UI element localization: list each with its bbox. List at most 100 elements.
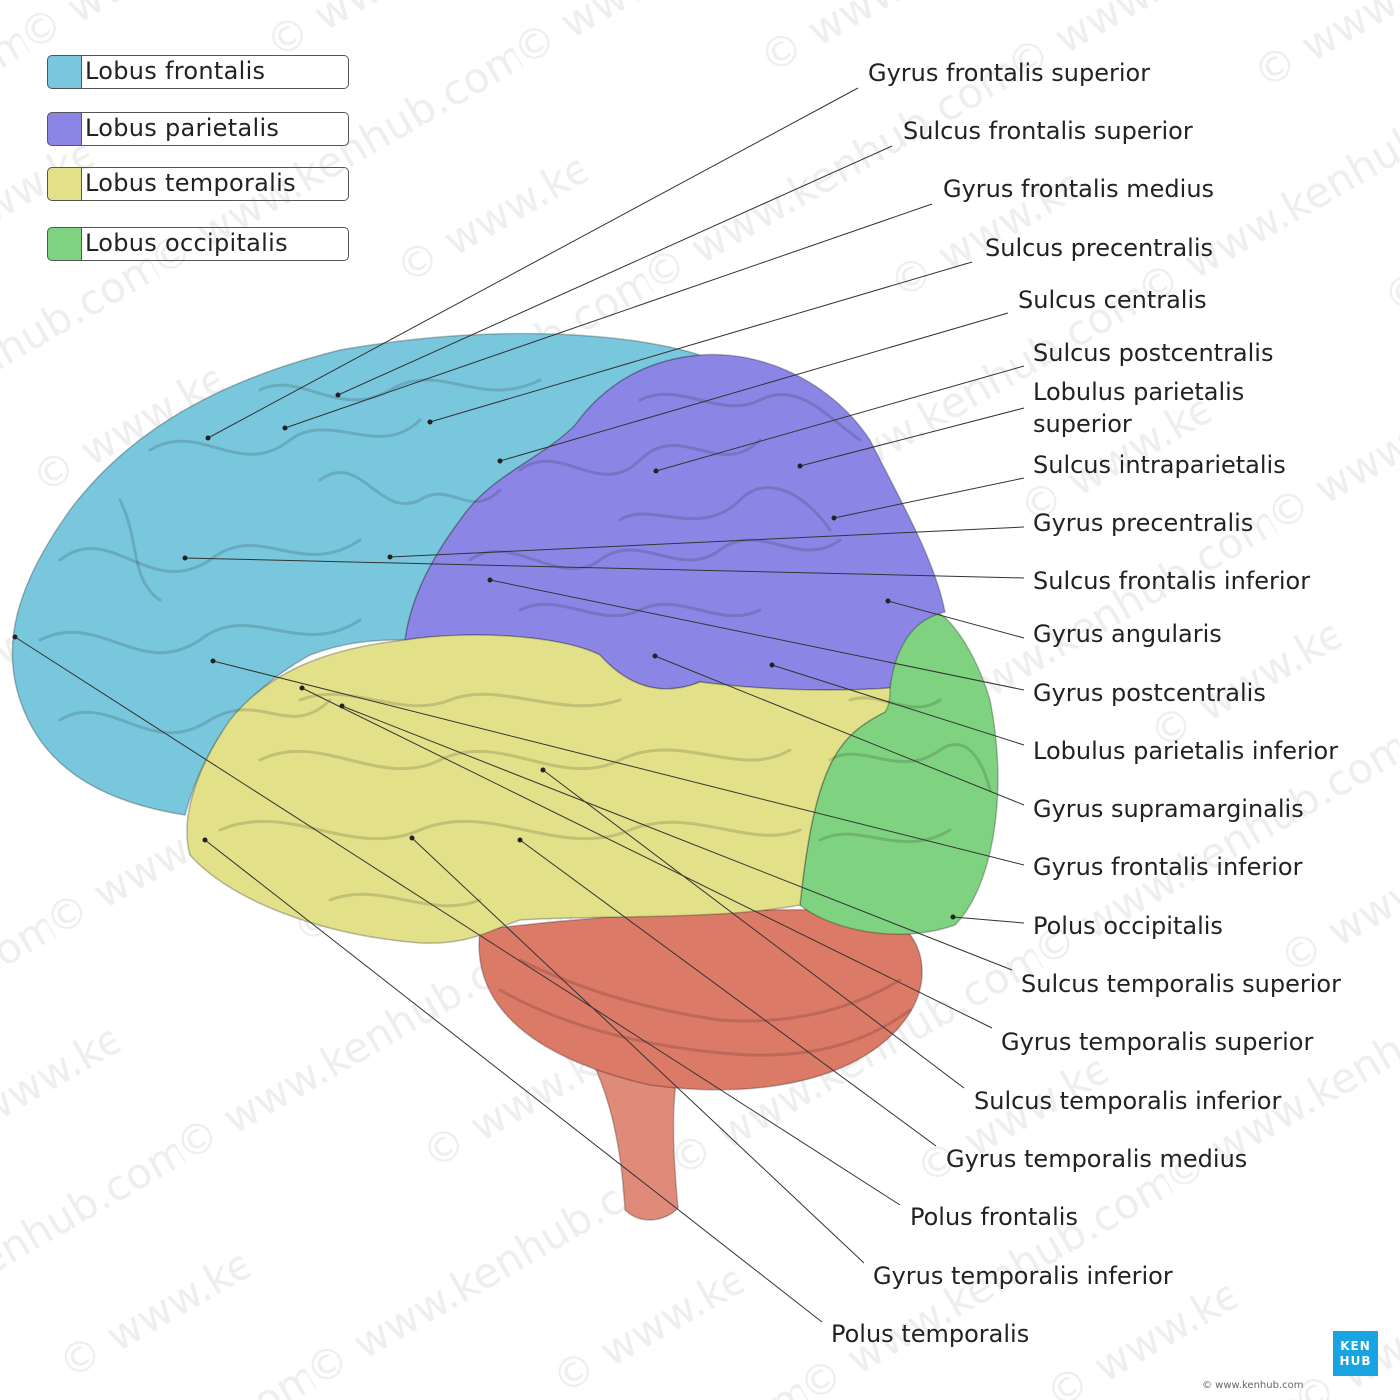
leader-line (389, 526, 1025, 558)
structure-label: Gyrus frontalis superior (868, 59, 1150, 87)
pointer-dot (282, 425, 288, 431)
pointer-dot (205, 435, 211, 441)
structure-label: Polus temporalis (831, 1320, 1029, 1348)
pointer-dot (540, 767, 546, 773)
gyrus-fold (58, 538, 362, 573)
gyrus-fold (828, 743, 992, 792)
leader-line (429, 261, 973, 423)
structure-label: Gyrus frontalis medius (943, 175, 1214, 203)
legend-box (80, 55, 349, 89)
legend-swatch-occipital (47, 227, 82, 261)
leader-line (212, 660, 1025, 866)
leader-line (411, 837, 865, 1264)
structure-label: Polus occipitalis (1033, 912, 1223, 940)
structure-label: Sulcus precentralis (985, 234, 1213, 262)
leader-line (184, 557, 1025, 579)
leader-line (519, 839, 937, 1147)
gyrus-fold (58, 698, 332, 735)
legend-label: Lobus occipitalis (85, 229, 288, 257)
leader-line (499, 312, 1009, 462)
leader-line (341, 705, 1013, 971)
legend-label: Lobus frontalis (85, 57, 266, 85)
gyrus-fold (258, 748, 792, 771)
gyrus-fold (218, 819, 802, 841)
structure-label: Gyrus postcentralis (1033, 679, 1266, 707)
pointer-dot (339, 703, 345, 709)
pointer-dot (652, 653, 658, 659)
pointer-dot (497, 458, 503, 464)
pointer-dot (387, 554, 393, 560)
gyrus-fold (468, 538, 842, 571)
leader-lines (14, 87, 1025, 1323)
gyrus-fold (38, 618, 362, 655)
pointer-dot (210, 658, 216, 664)
legend-item-temporal: Lobus temporalis (47, 167, 350, 201)
structure-label: Sulcus temporalis superior (1021, 970, 1341, 998)
pointer-dot (831, 515, 837, 521)
structure-label: Sulcus frontalis superior (903, 117, 1193, 145)
leader-line (301, 687, 993, 1029)
structure-label: Gyrus angularis (1033, 620, 1222, 648)
pointer-dot (653, 468, 659, 474)
pointer-dot (299, 685, 305, 691)
leader-line (207, 87, 859, 439)
pointer-dot (335, 392, 341, 398)
gyrus-fold (498, 988, 912, 1057)
gyrus-fold (638, 392, 862, 442)
pointer-dots (12, 392, 956, 920)
legend-label: Lobus temporalis (85, 169, 296, 197)
leader-line (337, 145, 893, 396)
structure-label: Gyrus precentralis (1033, 509, 1253, 537)
leader-line (655, 365, 1025, 472)
structure-label: Sulcus postcentralis (1033, 339, 1273, 367)
gyri-texture (38, 378, 992, 1057)
pointer-dot (885, 598, 891, 604)
structure-label: Polus frontalis (910, 1203, 1078, 1231)
legend-label: Lobus parietalis (85, 114, 280, 142)
frontal-lobe-region (11, 332, 701, 816)
pointer-dot (797, 463, 803, 469)
structure-label: Gyrus temporalis superior (1001, 1028, 1313, 1056)
structure-label: Sulcus frontalis inferior (1033, 567, 1310, 595)
structure-label: Gyrus supramarginalis (1033, 795, 1304, 823)
parietal-lobe-region (404, 353, 946, 691)
legend-item-parietal: Lobus parietalis (47, 112, 350, 146)
kenhub-logo: KEN HUB (1333, 1331, 1378, 1376)
structure-label: Lobulus parietalis inferior (1033, 737, 1338, 765)
leader-line (14, 636, 901, 1206)
structure-label: Sulcus centralis (1018, 286, 1207, 314)
pointer-dot (182, 555, 188, 561)
legend-box (80, 112, 349, 146)
leader-line (204, 839, 823, 1323)
gyrus-fold (518, 602, 762, 618)
gyrus-fold (518, 438, 762, 476)
pointer-dot (409, 835, 415, 841)
pointer-dot (487, 577, 493, 583)
gyrus-fold (148, 418, 422, 456)
structure-label: Sulcus temporalis inferior (974, 1087, 1281, 1115)
structure-label: Gyrus temporalis medius (946, 1145, 1247, 1173)
structure-label: Sulcus intraparietalis (1033, 451, 1286, 479)
pointer-dot (202, 837, 208, 843)
leader-line (887, 600, 1025, 639)
pointer-dot (769, 662, 775, 668)
pointer-dot (427, 419, 433, 425)
leader-line (542, 769, 965, 1089)
leader-line (771, 664, 1025, 746)
logo-line: KEN (1340, 1339, 1371, 1353)
gyrus-fold (298, 692, 622, 708)
leader-line (799, 407, 1025, 467)
gyrus-fold (518, 958, 902, 1023)
structure-label: Gyrus temporalis inferior (873, 1262, 1173, 1290)
gyrus-fold (258, 378, 542, 402)
structure-label: Gyrus frontalis inferior (1033, 853, 1303, 881)
legend-item-occipital: Lobus occipitalis (47, 227, 350, 261)
legend-item-frontal: Lobus frontalis (47, 55, 350, 89)
legend-swatch-parietal (47, 112, 82, 146)
leader-line (952, 916, 1025, 924)
gyrus-fold (618, 486, 832, 532)
legend-swatch-temporal (47, 167, 82, 201)
